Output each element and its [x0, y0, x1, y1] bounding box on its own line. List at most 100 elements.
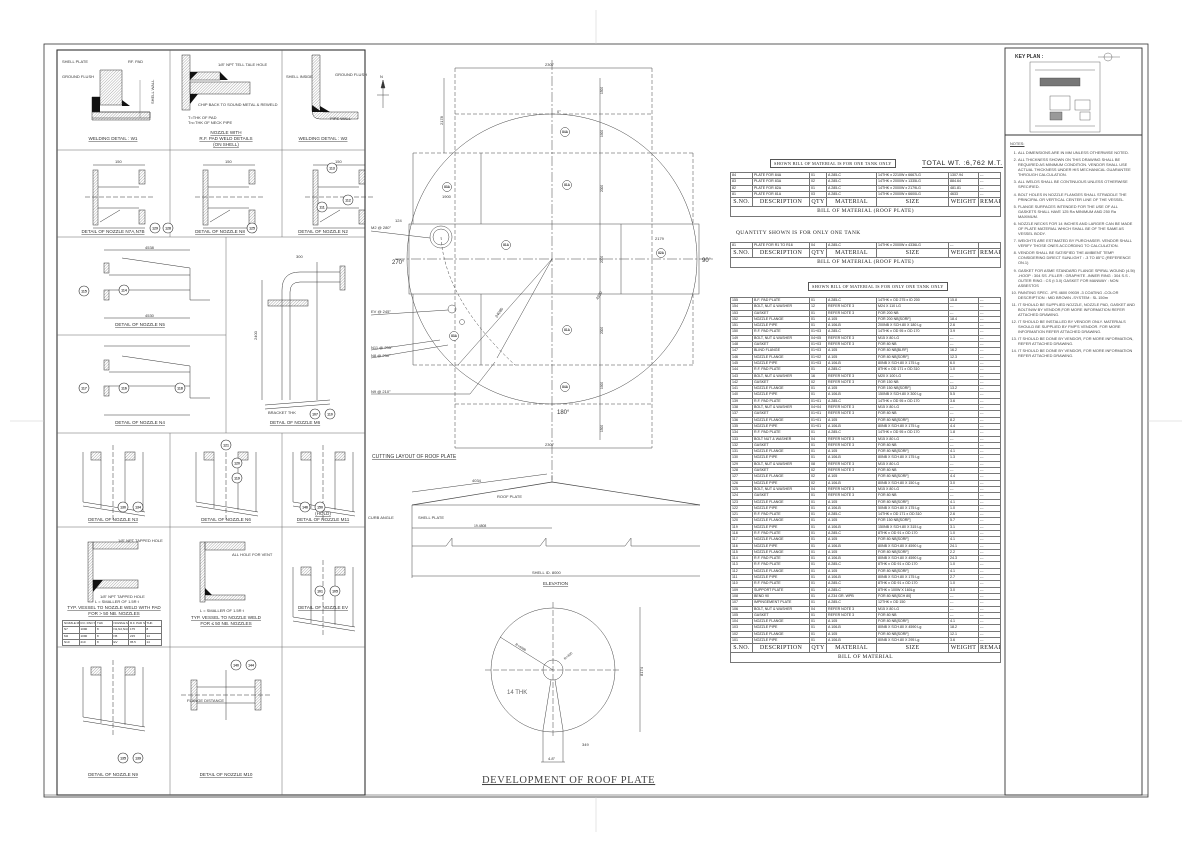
typ-nopad-title-2: FOR ≤ 50 NB. NOZZLES	[200, 621, 251, 626]
row3-labels: 4538 4530 DETAIL OF NOZZLE N5 DETAIL OF …	[115, 245, 165, 425]
bom-header: QTY	[809, 643, 827, 654]
bom-cell: ---	[978, 328, 1001, 336]
note-item: GASKET FOR ASME STANDARD FLANGE SPIRAL W…	[1018, 268, 1136, 288]
pad-table-header: R.F. PAD SIZE	[128, 619, 146, 628]
note-item: ALL DIMENSIONS ARE IN MM UNLESS OTHERWIS…	[1018, 150, 1136, 155]
plate-tags: 84A84A83A83A81A81A81A82A1500190020002000…	[442, 87, 666, 432]
nozzle-sketch	[195, 445, 259, 520]
detail-m6: 2400 300	[253, 254, 346, 410]
label-bracket-thk: BRACKET THK	[268, 410, 296, 415]
pad-table-cell: N1,N2,N4,N8,N10	[111, 626, 129, 634]
pad-detail-title-1: NOZZLE WITH	[210, 130, 241, 135]
detail-m10-title: DETAIL OF NOZZLE M10	[200, 772, 253, 777]
note-item: PAINTING SPEC. -IPS 4600 09039 -3 COATIN…	[1018, 290, 1136, 300]
bom-roof-note: SHOWN BILL OF MATERIAL IS FOR ONE TANK O…	[770, 159, 896, 168]
bom-cell: ---	[978, 441, 1001, 450]
item-tag: 111	[316, 201, 328, 213]
bom-cell: ---	[978, 190, 1002, 199]
bom-cell: ---	[978, 416, 1001, 424]
item-tag: 129	[149, 222, 161, 234]
row2-labels: DETAIL OF NOZZLE N7A,N7B DETAIL OF NOZZL…	[81, 229, 348, 234]
angle-0: 0°	[557, 109, 561, 114]
plate-tag-label: 83A	[451, 334, 458, 338]
bom-cell: ---	[978, 391, 1001, 399]
label-ground-flush-w2: GROUND FLUSH	[335, 72, 367, 77]
bom-cell: ---	[978, 435, 1001, 443]
detail-n5-title: DETAIL OF NOZZLE N5	[115, 322, 165, 327]
bom-caption: BILL OF MATERIAL (ROOF PLATE)	[729, 206, 1002, 218]
item-tag: 114	[118, 284, 130, 296]
label-shell-wall: SHELL WALL	[150, 79, 155, 104]
nozzle-sketch	[292, 445, 356, 520]
bom-cell: ---	[978, 498, 1001, 506]
item-tag-label: 112	[345, 198, 351, 202]
detail-m11-title: DETAIL OF NOZZLE M11	[297, 517, 350, 522]
typ-pad-title-2: FOR > 50 NB. NOZZLES	[88, 611, 139, 616]
item-tag-label: 116	[121, 386, 127, 390]
bom-header: REMARK	[978, 643, 1001, 654]
item-tag-label: 129	[152, 226, 158, 230]
detail-ev-title: DETAIL OF NOZZLE EV	[298, 605, 349, 610]
elevation-title: ELEVATION	[543, 581, 568, 586]
row4-labels: DETAIL OF NOZZLE N3 DETAIL OF NOZZLE N6 …	[88, 511, 350, 522]
bom-header: SIZE	[876, 643, 949, 654]
development-of-roof-plate	[485, 602, 641, 763]
detail-grid	[57, 50, 365, 795]
bom-header: DESCRIPTION	[751, 197, 811, 208]
nozzle-sketch: 150	[305, 159, 375, 229]
development-labels: 14 THK R=4088 R=400 8174 349 4.8° DEVELO…	[482, 642, 655, 786]
typ-nopad-title-1: TYP. VESSEL TO NOZZLE WELD	[191, 615, 262, 620]
dim-150: 150	[225, 159, 232, 164]
bom-header: REMARK	[978, 197, 1002, 208]
elevation-radius: 19.4808	[474, 524, 486, 528]
pad-table-cell: 14	[144, 638, 162, 647]
item-tag-label: 150	[317, 505, 323, 509]
plate-tag-label: 84A	[562, 130, 569, 134]
item-tag-label: 139	[135, 756, 141, 760]
radius-4320: 4320	[595, 290, 604, 301]
bom-cell: PLATE FOR 84A	[751, 171, 811, 180]
dim-150: 150	[115, 159, 122, 164]
item-tag: 105	[329, 585, 341, 597]
plate-tag: 84A	[560, 127, 570, 137]
pad-table-header: NOZZLE MARK	[62, 619, 80, 628]
item-tag-label: 130	[120, 505, 126, 509]
detail-n6-title: DETAIL OF NOZZLE N6	[201, 517, 251, 522]
typ-weld-no-pad: ALL HOLE FOR VENT L = SMALLER OF 1.5R t …	[191, 541, 273, 626]
item-tag: 110	[324, 408, 336, 420]
notes-panel: NOTES: ALL DIMENSIONS ARE IN MM UNLESS O…	[1010, 141, 1136, 361]
item-tag-label: 134	[135, 505, 141, 509]
bom-cell: ---	[978, 385, 1001, 393]
bom-header: WEIGHT	[948, 643, 979, 654]
bom-cell: ---	[978, 341, 1001, 349]
bom-cell: ---	[978, 429, 1001, 437]
item-tag: 112	[342, 194, 354, 206]
bom-cell: PLATE FOR 81A	[751, 190, 811, 199]
item-tag: 119	[231, 472, 243, 484]
bom-cell: ---	[978, 366, 1001, 374]
key-plan-title: KEY PLAN :	[1015, 54, 1044, 60]
bom-cell: ---	[978, 303, 1001, 311]
note-item: NOZZLE NECKS FOR 14 INCHES AND LARGER CA…	[1018, 221, 1136, 236]
dim-bottom: 2307	[545, 442, 555, 447]
item-tag-label: 128	[165, 226, 171, 230]
label-smaller-of: L = SMALLER OF 1.5R t	[95, 599, 140, 604]
bom-cell: ---	[978, 322, 1001, 330]
nozzle-sketch: 150	[85, 159, 155, 229]
item-tag-label: 119	[234, 476, 240, 480]
pad-table-header: R.F. PAD SIZE	[78, 619, 96, 628]
